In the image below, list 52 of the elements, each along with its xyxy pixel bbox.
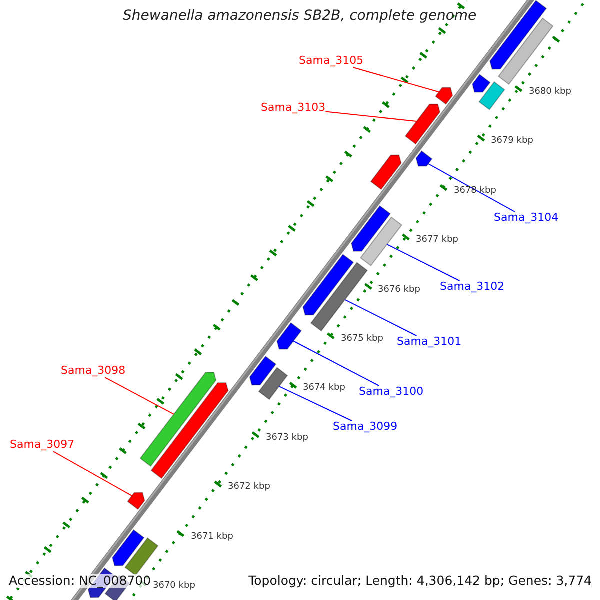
gene-block bbox=[302, 254, 354, 316]
scale-label: 3670 kbp bbox=[153, 581, 196, 592]
gene-block bbox=[150, 382, 229, 480]
title: Shewanella amazonensis SB2B, complete genome bbox=[123, 8, 477, 24]
gene-label: Sama_3104 bbox=[494, 212, 559, 225]
genome-info-text: Topology: circular; Length: 4,306,142 bp; Genes: 3,774 bbox=[248, 574, 592, 588]
gene-label: Sama_3101 bbox=[397, 336, 462, 349]
gene-block bbox=[351, 205, 392, 252]
gene-label: Sama_3100 bbox=[359, 386, 424, 399]
gene-block bbox=[276, 322, 302, 350]
leader-line bbox=[325, 111, 418, 122]
gene-block bbox=[404, 104, 441, 145]
scale-label: 3676 kbp bbox=[378, 285, 420, 296]
leader-line bbox=[104, 377, 174, 415]
leader-line bbox=[278, 386, 352, 422]
leader-line bbox=[344, 299, 418, 336]
gene-block bbox=[416, 150, 433, 167]
scale-label: 3672 kbp bbox=[228, 482, 270, 492]
scale-label: 3674 kbp bbox=[303, 383, 346, 394]
gene-block bbox=[258, 367, 288, 400]
gene-block bbox=[478, 81, 506, 110]
scale-label: 3675 kbp bbox=[341, 334, 384, 344]
gene-block bbox=[112, 529, 145, 566]
scale-label: 3679 kbp bbox=[491, 136, 534, 146]
gene-label: Sama_3098 bbox=[61, 365, 126, 378]
gene-label: Sama_3097 bbox=[10, 439, 75, 452]
gene-block bbox=[140, 372, 217, 468]
scale-label: 3680 kbp bbox=[529, 87, 572, 98]
scale-label: 3677 kbp bbox=[416, 235, 458, 246]
gene-block bbox=[472, 74, 491, 93]
gene-block bbox=[370, 154, 402, 190]
leader-line bbox=[293, 340, 380, 386]
scale-label: 3671 kbp bbox=[191, 532, 234, 542]
gene-block bbox=[310, 262, 368, 332]
gene-label: Sama_3103 bbox=[261, 102, 326, 115]
leader-line bbox=[53, 451, 133, 496]
accession-text: Accession: NC_008700 bbox=[9, 574, 152, 588]
scale-label: 3673 kbp bbox=[266, 433, 308, 444]
leader-line bbox=[386, 244, 460, 282]
gene-label: Sama_3102 bbox=[440, 281, 505, 294]
gene-block bbox=[249, 356, 277, 386]
gene-block bbox=[124, 538, 159, 576]
gene-block bbox=[360, 216, 403, 266]
gene-label: Sama_3099 bbox=[333, 421, 398, 434]
gene-label: Sama_3105 bbox=[299, 55, 364, 68]
gene-block bbox=[435, 87, 454, 105]
gene-block bbox=[490, 0, 548, 70]
leader-line bbox=[428, 163, 516, 212]
gene-block bbox=[498, 18, 554, 86]
leader-line bbox=[352, 67, 440, 93]
gene-block bbox=[127, 492, 146, 510]
scale-label: 3678 kbp bbox=[454, 186, 496, 196]
